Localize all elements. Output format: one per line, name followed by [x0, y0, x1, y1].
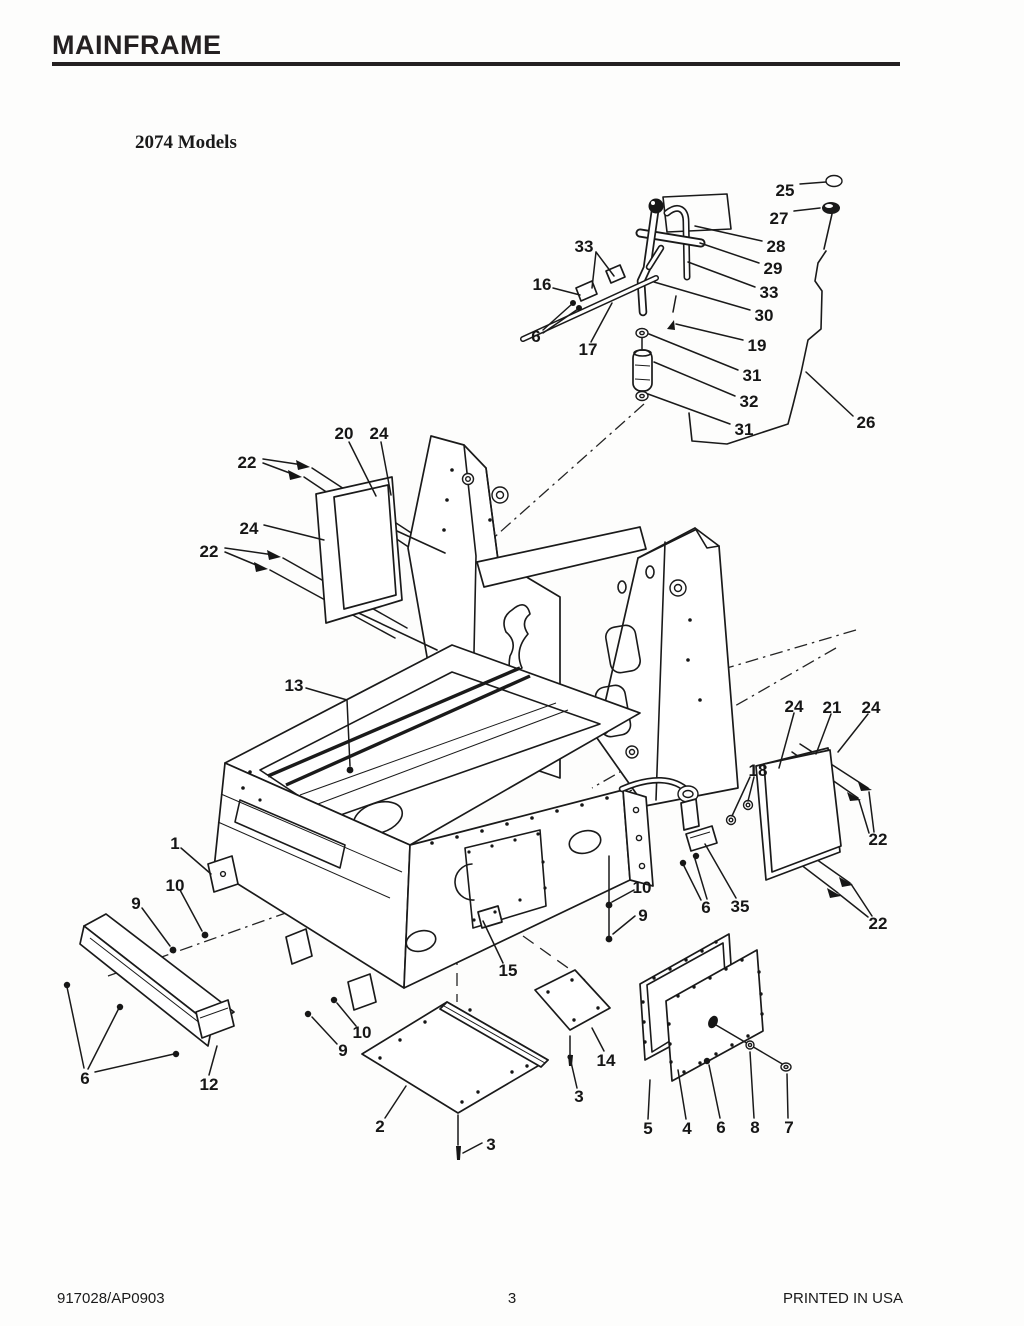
callout-28: 28 — [767, 237, 786, 256]
part-mainframe-weldment — [207, 644, 654, 1011]
leader-lines — [66, 181, 875, 1154]
part-rear-door-4 — [665, 949, 792, 1082]
callout-32: 32 — [740, 392, 759, 411]
callout-31: 31 — [735, 420, 754, 439]
part-right-upright-tower — [594, 527, 739, 807]
callout-6: 6 — [716, 1118, 725, 1137]
callout-9: 9 — [338, 1041, 347, 1060]
callout-22: 22 — [238, 453, 257, 472]
callout-24: 24 — [370, 424, 389, 443]
footer-document-number: 917028/AP0903 — [57, 1290, 165, 1307]
callout-10: 10 — [633, 878, 652, 897]
part-access-plate-14 — [534, 969, 611, 1031]
callout-24: 24 — [785, 697, 804, 716]
callout-9: 9 — [638, 906, 647, 925]
callout-3: 3 — [486, 1135, 495, 1154]
part-rear-cross-beam — [476, 526, 647, 588]
callout-26: 26 — [857, 413, 876, 432]
leader-arrowheads — [254, 460, 872, 898]
callout-13: 13 — [285, 676, 304, 695]
callout-10: 10 — [166, 876, 185, 895]
callout-18: 18 — [749, 761, 768, 780]
part-right-grille — [755, 747, 842, 881]
callout-25: 25 — [776, 181, 795, 200]
callout-19: 19 — [748, 336, 767, 355]
callout-24: 24 — [862, 698, 881, 717]
callout-12: 12 — [200, 1075, 219, 1094]
callout-9: 9 — [131, 894, 140, 913]
footer-printed-in: PRINTED IN USA — [782, 1290, 903, 1307]
callout-31: 31 — [743, 366, 762, 385]
callout-21: 21 — [823, 698, 842, 717]
callout-2: 2 — [375, 1117, 384, 1136]
callout-24: 24 — [240, 519, 259, 538]
callout-22: 22 — [869, 914, 888, 933]
callout-17: 17 — [579, 340, 598, 359]
callout-16: 16 — [533, 275, 552, 294]
callout-33: 33 — [575, 237, 594, 256]
callout-5: 5 — [643, 1119, 652, 1138]
title-underline — [52, 62, 900, 66]
page-title: MAINFRAME — [52, 30, 222, 60]
model-subtitle: 2074 Models — [135, 132, 237, 153]
callout-29: 29 — [764, 259, 783, 278]
callout-22: 22 — [200, 542, 219, 561]
footer-page-number: 3 — [507, 1290, 517, 1307]
callout-4: 4 — [682, 1119, 692, 1138]
callout-14: 14 — [597, 1051, 616, 1070]
callout-1: 1 — [170, 834, 179, 853]
callout-15: 15 — [499, 961, 518, 980]
callout-10: 10 — [353, 1023, 372, 1042]
part-latch-handle-assembly — [520, 193, 732, 402]
callout-22: 22 — [869, 830, 888, 849]
callout-33: 33 — [760, 283, 779, 302]
callout-6: 6 — [531, 327, 540, 346]
callout-35: 35 — [731, 897, 750, 916]
part-left-grille — [315, 476, 403, 624]
callout-7: 7 — [784, 1118, 793, 1137]
part-side-strip-12 — [79, 913, 235, 1047]
callout-6: 6 — [80, 1069, 89, 1088]
part-side-sheet-26 — [688, 174, 843, 445]
callout-6: 6 — [701, 898, 710, 917]
fastener-dots — [63, 300, 711, 1065]
frame-bolt-holes — [241, 770, 609, 922]
callout-30: 30 — [755, 306, 774, 325]
part-belly-pan-2 — [361, 1001, 573, 1160]
callout-20: 20 — [335, 424, 354, 443]
callout-27: 27 — [770, 209, 789, 228]
callout-8: 8 — [750, 1118, 759, 1137]
callout-3: 3 — [574, 1087, 583, 1106]
